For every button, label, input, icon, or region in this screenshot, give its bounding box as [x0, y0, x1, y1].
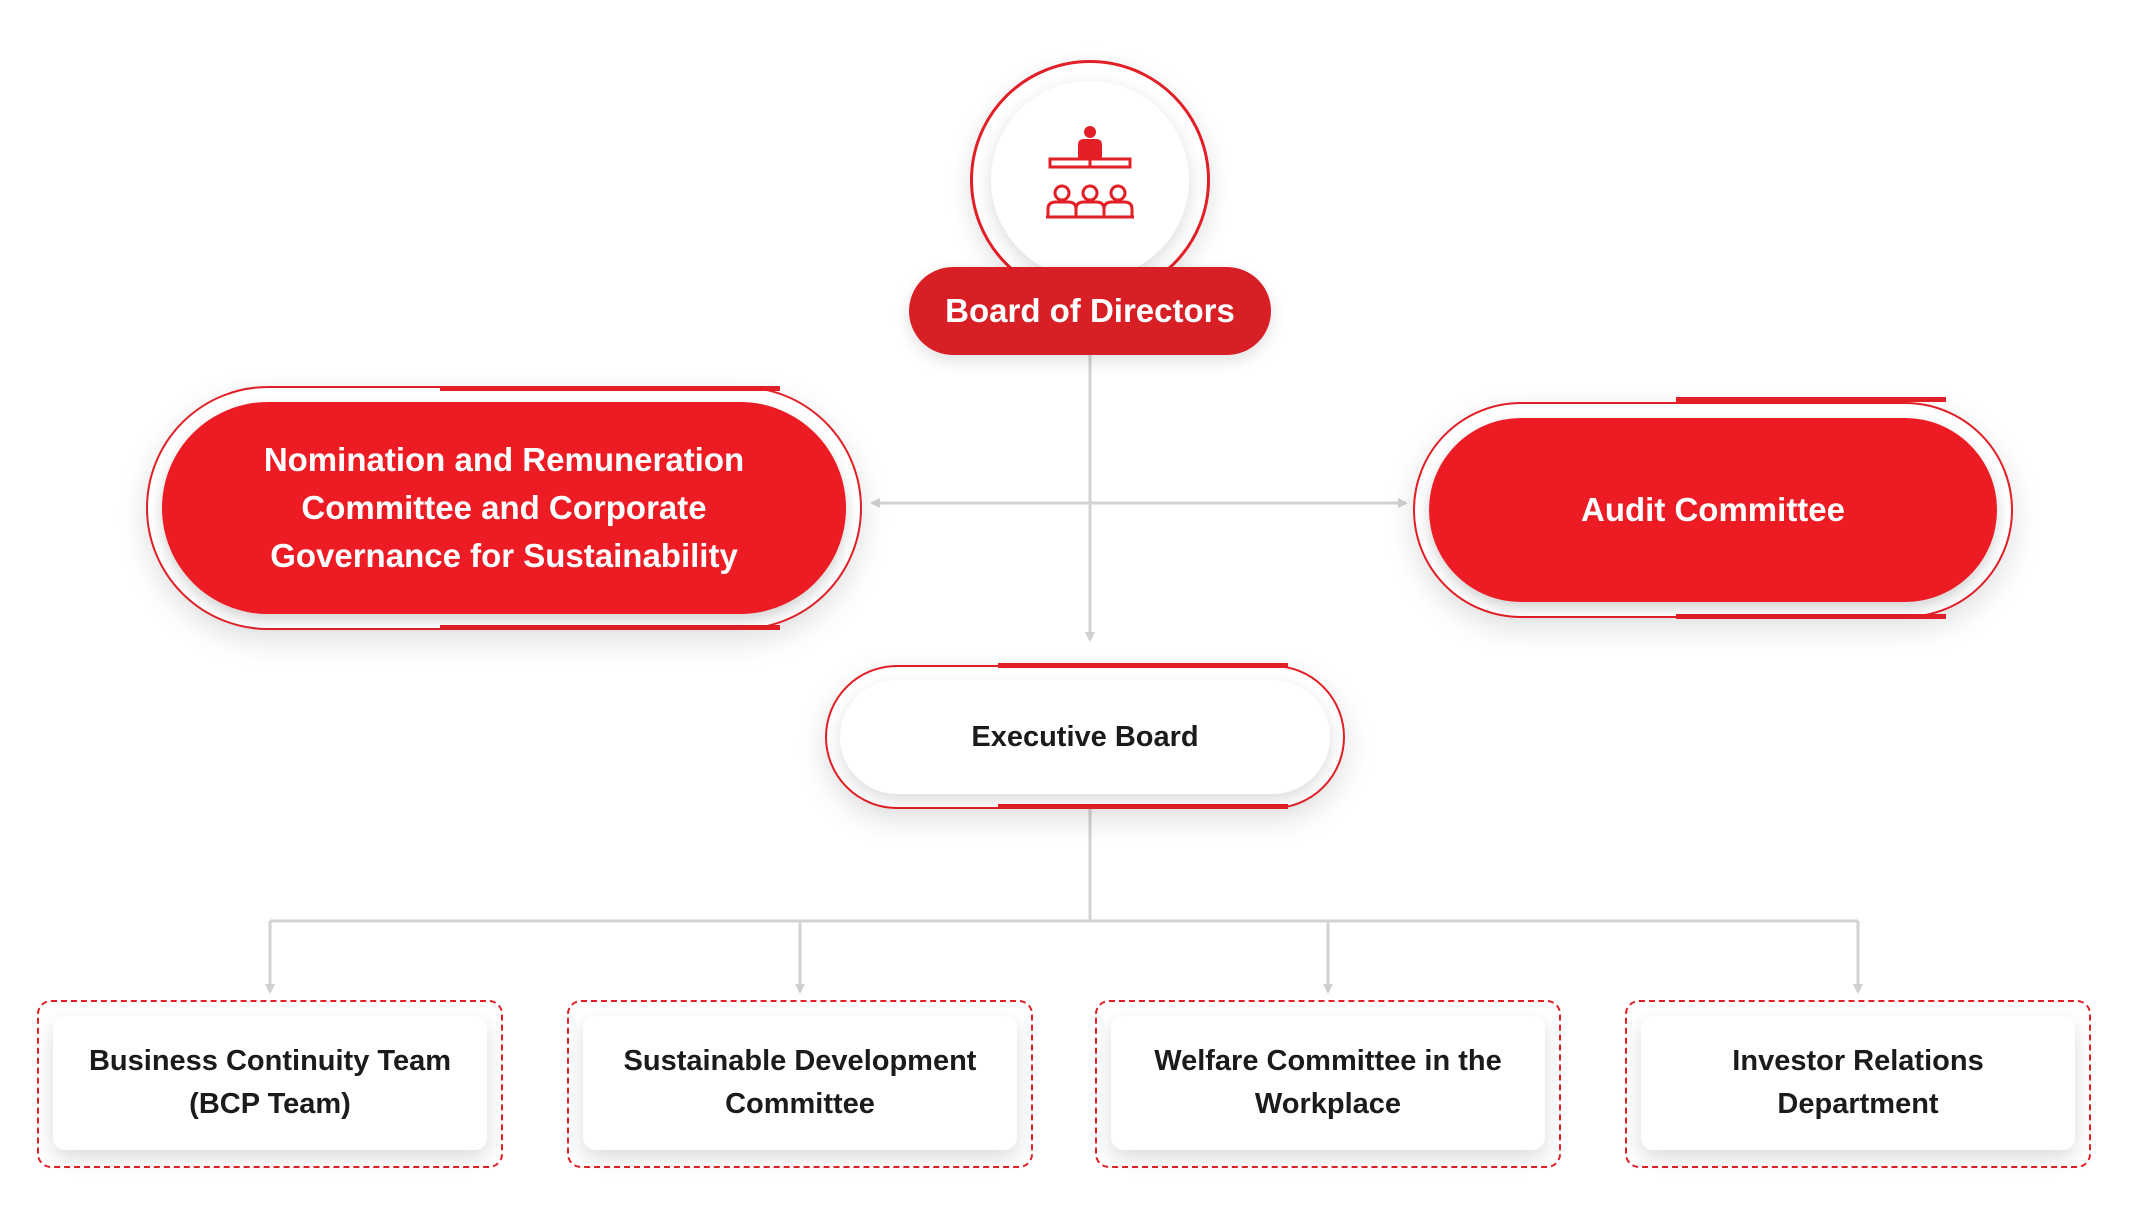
department-label: Business Continuity Team (BCP Team) [88, 1045, 452, 1120]
board-icon-inner [991, 81, 1189, 279]
boardroom-meeting-icon [1046, 126, 1134, 219]
department-label: Sustainable Development Committee [623, 1045, 977, 1120]
nomination-committee-label: Nomination and Remuneration Committee an… [263, 441, 745, 574]
nomination-committee-node: Nomination and Remuneration Committee an… [162, 402, 846, 614]
welfare-committee-node: Welfare Committee in the Workplace [1111, 1016, 1545, 1150]
board-icon-circle [970, 60, 1210, 300]
board-of-directors-node: Board of Directors [909, 267, 1271, 355]
department-label: Investor Relations Department [1732, 1045, 1984, 1120]
sustainable-development-committee-node: Sustainable Development Committee [583, 1016, 1017, 1150]
audit-committee-node: Audit Committee [1429, 418, 1997, 602]
board-of-directors-label: Board of Directors [945, 292, 1235, 329]
executive-board-node: Executive Board [840, 680, 1330, 794]
department-label: Welfare Committee in the Workplace [1154, 1045, 1502, 1120]
business-continuity-team-node: Business Continuity Team (BCP Team) [53, 1016, 487, 1150]
nomination-accent-top [440, 386, 780, 391]
executive-accent-top [998, 663, 1288, 668]
investor-relations-department-node: Investor Relations Department [1641, 1016, 2075, 1150]
audit-accent-bottom [1676, 614, 1946, 619]
audit-committee-label: Audit Committee [1581, 491, 1845, 528]
executive-accent-bottom [998, 804, 1288, 809]
audit-accent-top [1676, 397, 1946, 402]
executive-board-label: Executive Board [971, 720, 1199, 753]
nomination-accent-bottom [440, 625, 780, 630]
